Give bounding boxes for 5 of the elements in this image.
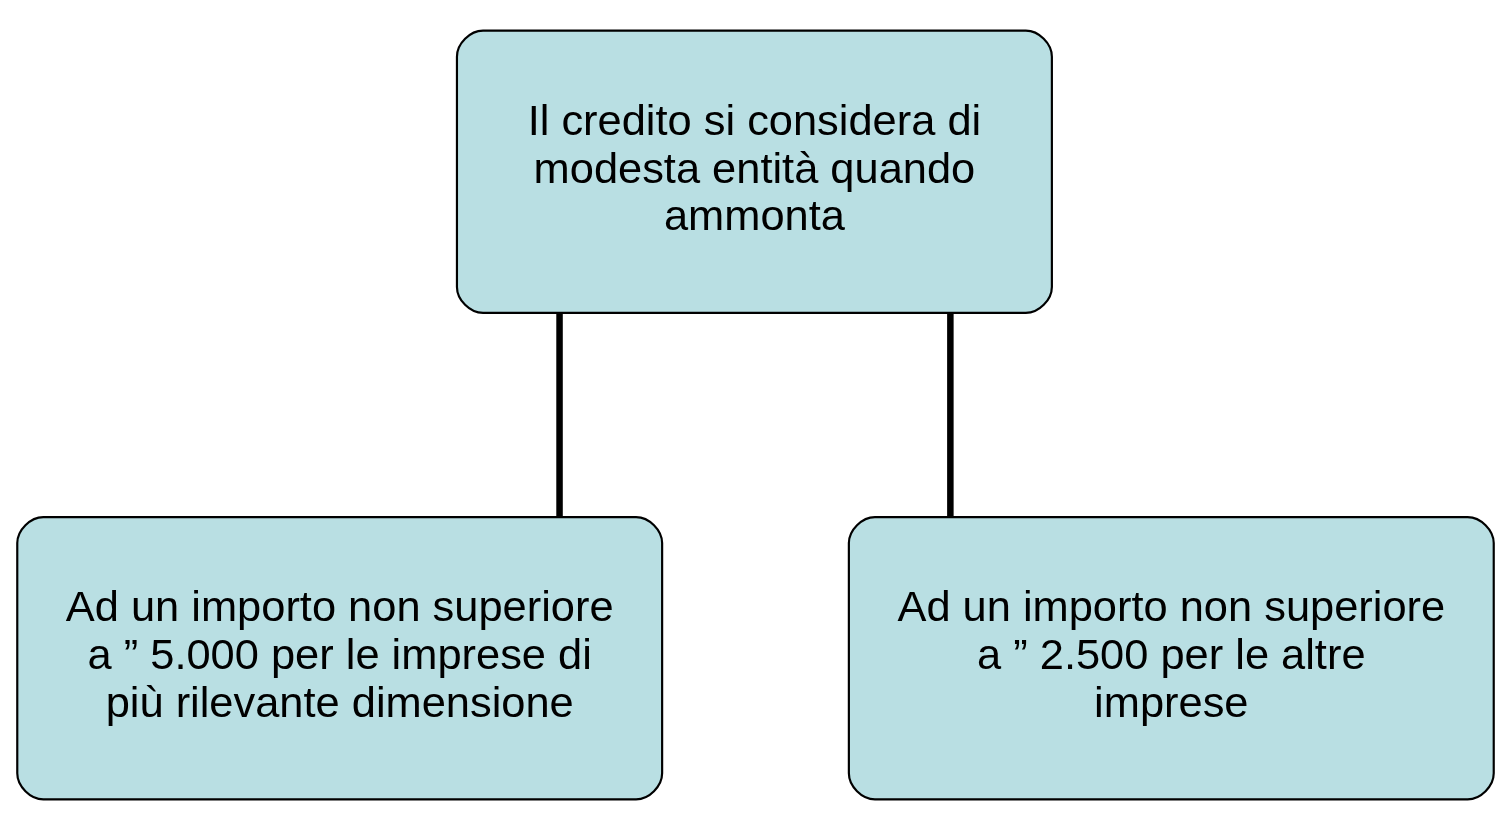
node-box: Ad un importo non superiore a ” 5.000 per le imprese di più rilevante dimensione: [16, 515, 664, 800]
connector: [556, 312, 563, 516]
node-box: Ad un importo non superiore a ” 2.500 per le altre imprese: [847, 515, 1495, 800]
node-box: Il credito si considera di modesta entità quando ammonta: [455, 29, 1053, 314]
connector: [947, 312, 954, 516]
